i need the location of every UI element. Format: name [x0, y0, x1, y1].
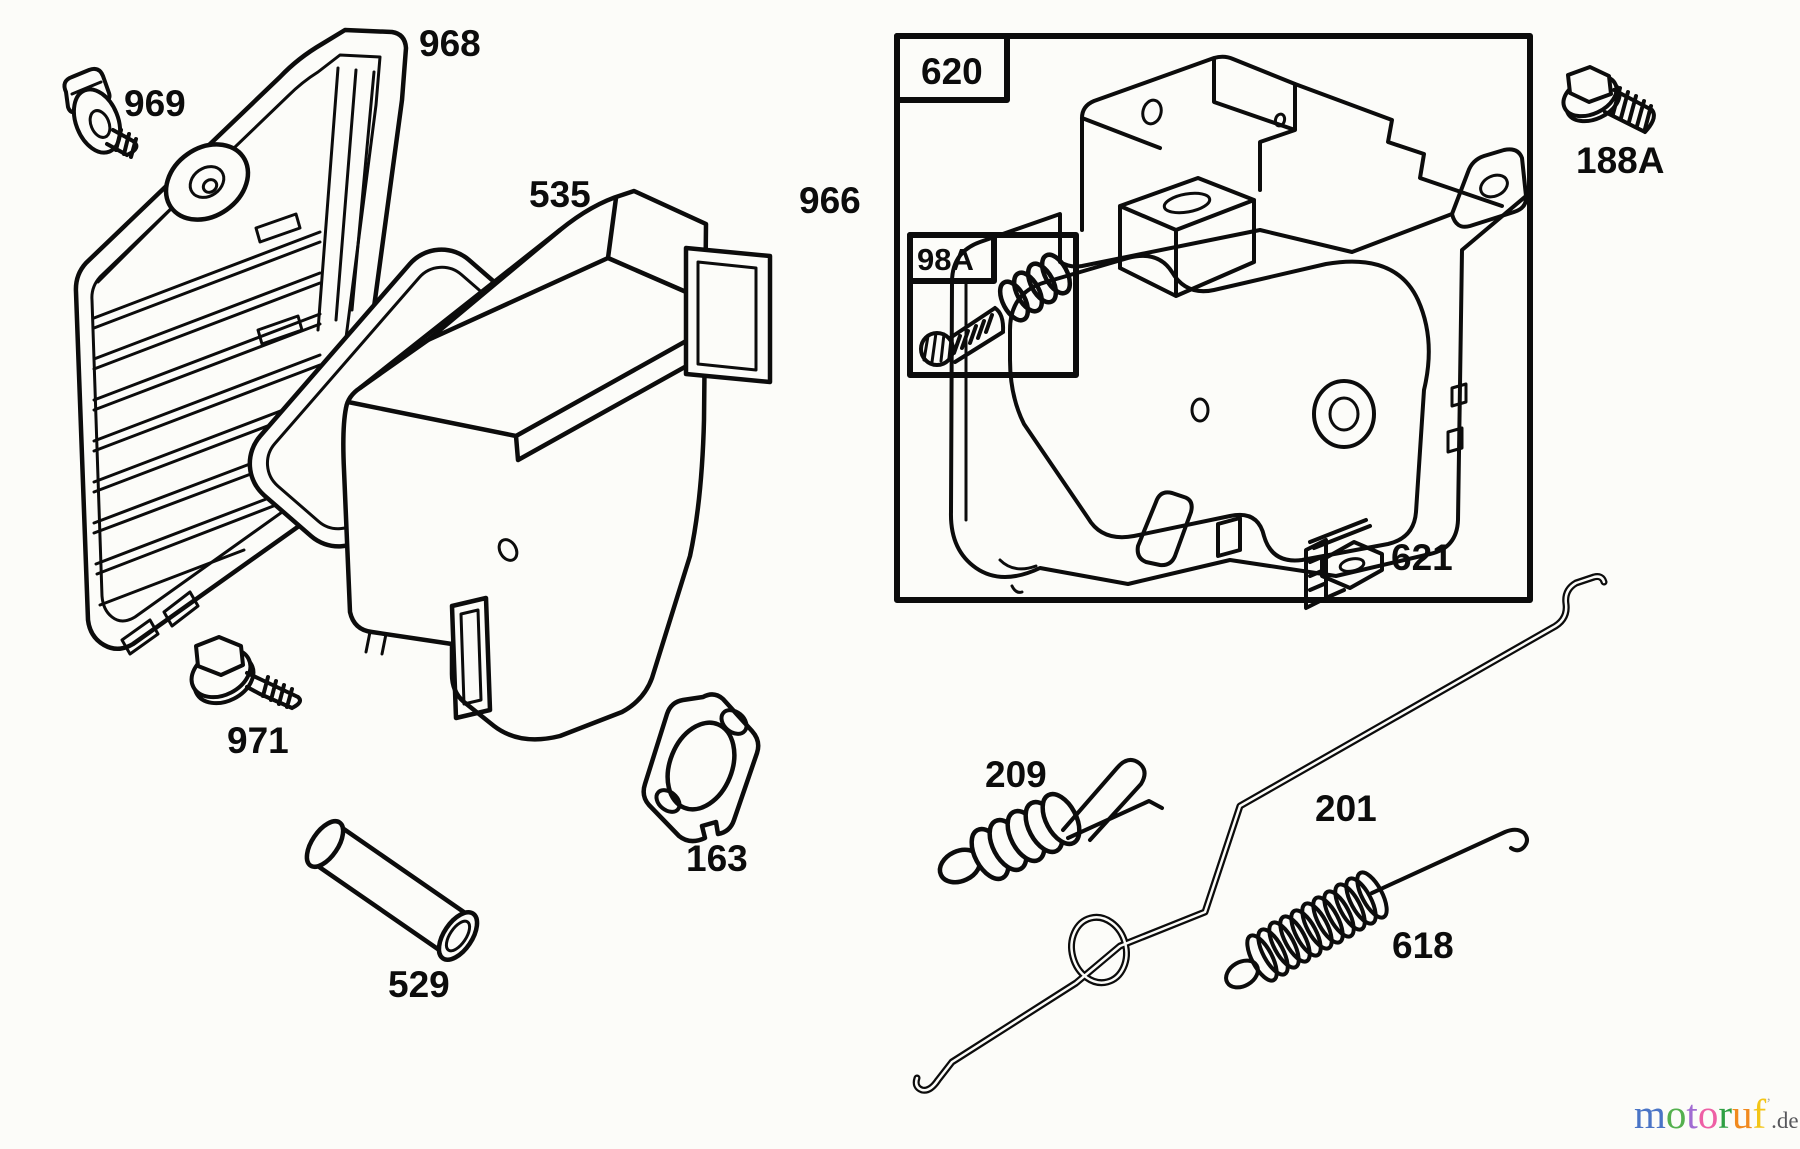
cover-knob-drawing [62, 66, 139, 159]
part-label-188a: 188A [1576, 140, 1664, 181]
flange-bolt-drawing [1561, 65, 1656, 134]
part-label-969: 969 [124, 83, 186, 124]
part-label-98a: 98A [917, 242, 974, 277]
part-label-620: 620 [921, 51, 983, 92]
governor-link-rod-drawing [912, 573, 1608, 1094]
cable-clip-drawing [1304, 518, 1384, 610]
carburetor-gasket-drawing [641, 692, 761, 844]
logo-letter-f: f [1752, 1091, 1766, 1137]
part-label-968: 968 [419, 23, 481, 64]
breather-tube-drawing [304, 819, 480, 962]
idle-spring-drawing [997, 252, 1073, 323]
mounting-screw-drawing [189, 635, 302, 710]
extension-spring-drawing [1224, 827, 1529, 990]
motoruf-logo[interactable]: motoruf’.de [1634, 1091, 1799, 1137]
logo-suffix: .de [1771, 1108, 1798, 1133]
part-label-535: 535 [529, 174, 591, 215]
callout-box-620 [894, 33, 1533, 603]
logo-letter-r: r [1718, 1091, 1732, 1137]
logo-letter-o1: o [1666, 1091, 1687, 1137]
logo-letter-u: u [1732, 1091, 1753, 1137]
callout-box-620-label-frame [894, 33, 1010, 103]
part-label-201: 201 [1315, 788, 1377, 829]
idle-speed-screw-drawing [919, 306, 1006, 367]
logo-letter-t: t [1686, 1091, 1698, 1137]
part-label-966: 966 [799, 180, 861, 221]
logo-trademark-mark: ’ [1766, 1096, 1771, 1112]
control-bracket-drawing [948, 54, 1529, 594]
part-label-621: 621 [1391, 537, 1453, 578]
governor-spring-drawing [937, 757, 1164, 885]
callout-box-98a-label-frame [907, 232, 997, 284]
part-label-529: 529 [388, 964, 450, 1005]
logo-letter-m: m [1634, 1091, 1666, 1137]
part-label-209: 209 [985, 754, 1047, 795]
part-label-618: 618 [1392, 925, 1454, 966]
part-label-971: 971 [227, 720, 289, 761]
logo-letter-o2: o [1698, 1091, 1719, 1137]
part-label-163: 163 [686, 838, 748, 879]
blower-housing-drawing [341, 188, 773, 742]
